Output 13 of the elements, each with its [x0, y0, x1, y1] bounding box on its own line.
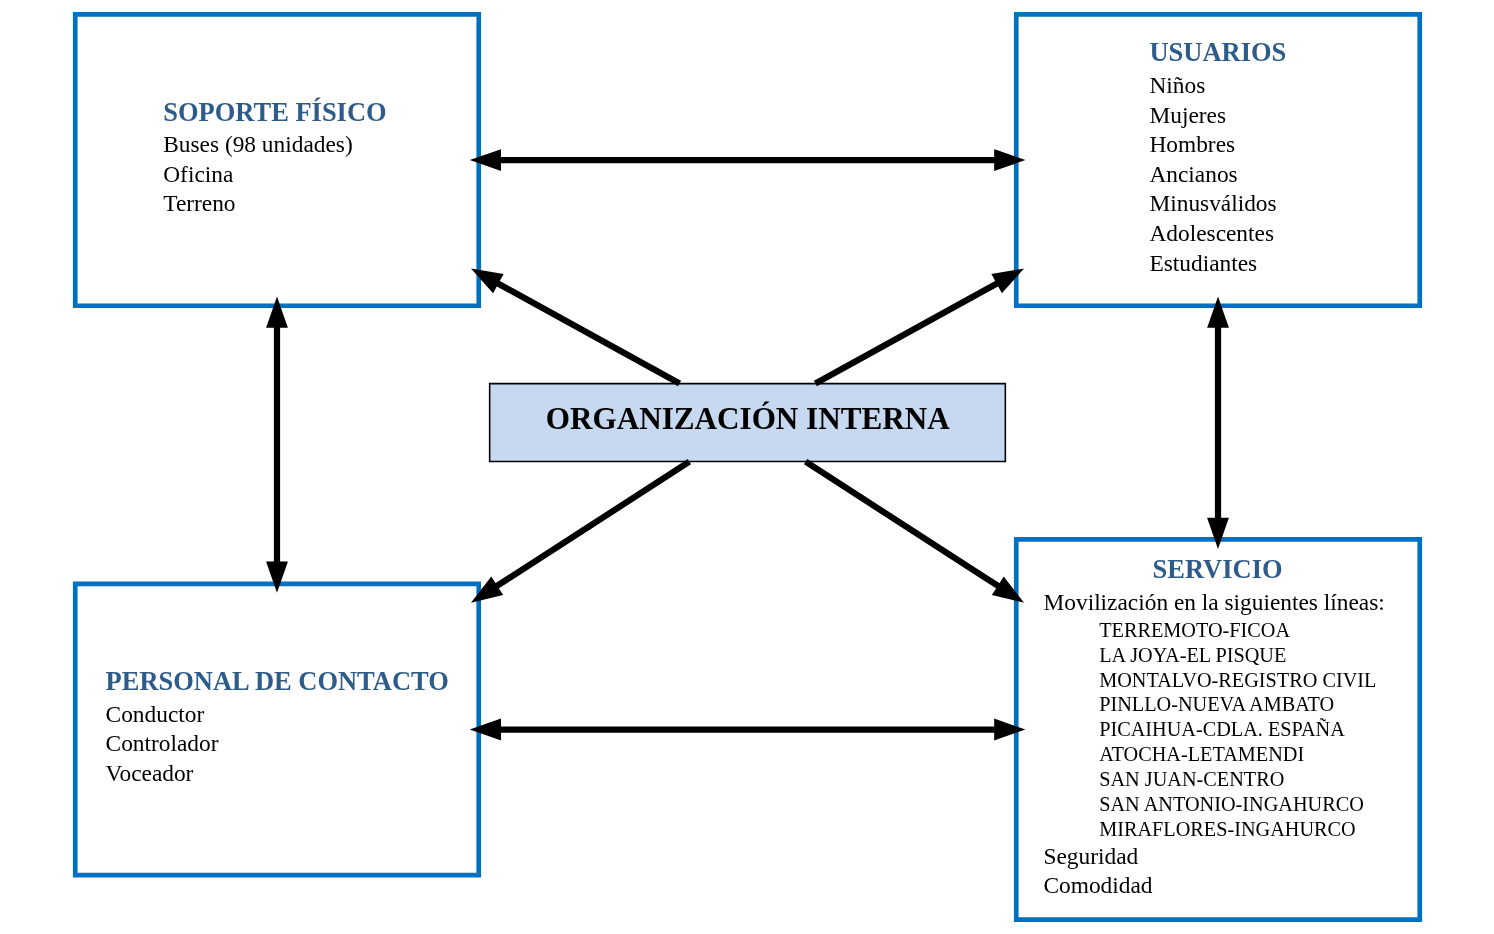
arrow [470, 459, 691, 603]
arrow [469, 149, 1025, 171]
node-box: PERSONAL DE CONTACTO Conductor Controlador Voceador [72, 581, 481, 878]
arrow [265, 296, 288, 593]
node-box: SERVICIO Movilización en la siguientes líneas: TERREMOTO-FICOA LA JOYA-EL PISQUE MONTALVO-REGISTRO CIVIL PINLLO-NUEVA AMBATO PICAIHUA-CDLA. ESPAÑA ATOCHA-LETAMENDI SAN JUAN-CENTRO SAN ANTONIO-INGAHURCO MIRAFLORES-INGAHURCO Seguridad Comodidad [1013, 537, 1422, 922]
arrow [803, 459, 1024, 603]
node-box: USUARIOS Niños Mujeres Hombres Ancianos Minusválidos Adolescentes Estudiantes [1013, 12, 1422, 309]
arrow [469, 718, 1025, 741]
node-box: SOPORTE FÍSICO Buses (98 unidades) Oficina Terreno [72, 12, 481, 309]
arrow [813, 268, 1024, 387]
node-box: ORGANIZACIÓN INTERNA [488, 382, 1006, 463]
arrow [470, 268, 681, 387]
arrow [1206, 296, 1229, 549]
